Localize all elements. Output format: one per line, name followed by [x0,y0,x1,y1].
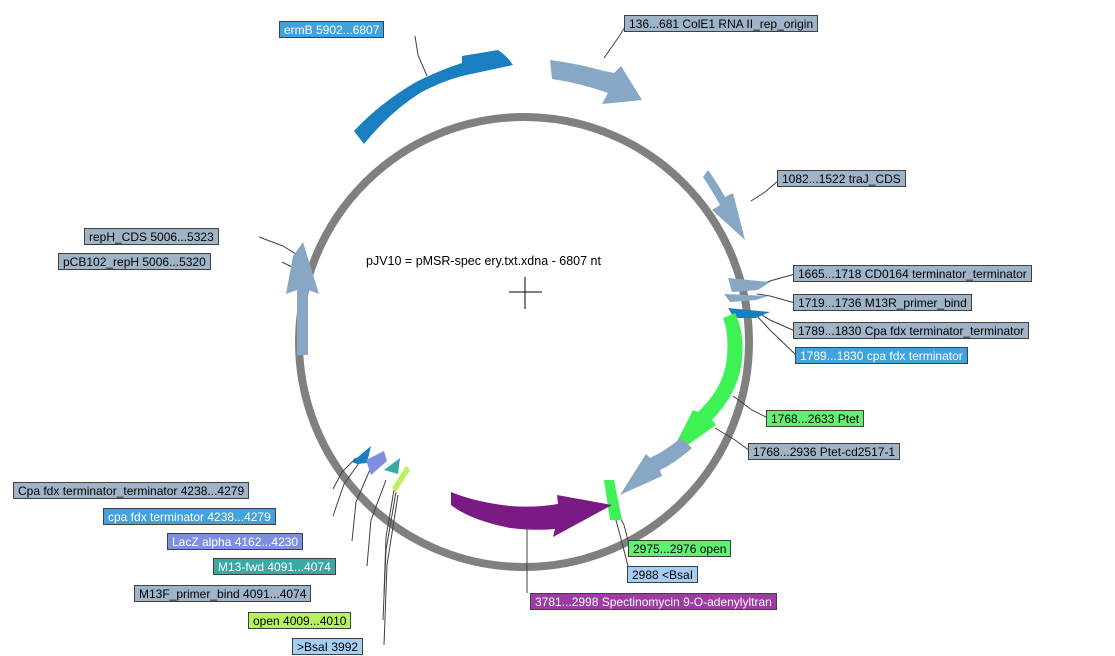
feature-marker-open-2975[interactable] [604,480,622,520]
feature-arrow-spec[interactable] [451,492,612,537]
label-cole1[interactable]: 136...681 ColE1 RNA II_rep_origin [624,15,819,32]
feature-marker-open-4009[interactable] [392,466,410,492]
feature-marker-m13fwd[interactable] [384,458,400,474]
leader-line-cpa2 [756,315,798,357]
leader-line-ermB [414,35,428,77]
label-pcb102-reph[interactable]: pCB102_repH 5006...5320 [58,253,211,270]
leader-line-cpa4 [332,462,360,517]
map-title: pJV10 = pMSR-spec ery.txt.xdna - 6807 nt [366,254,601,268]
label-reph-cds[interactable]: repH_CDS 5006...5323 [84,228,219,245]
center-crosshair [509,277,542,309]
label-cd0164[interactable]: 1665...1718 CD0164 terminator_terminator [793,265,1032,282]
feature-arrow-traj[interactable] [703,170,745,240]
feature-arrow-cole1[interactable] [550,60,642,104]
leader-line-open2 [382,491,397,621]
label-ermB[interactable]: ermB 5902...6807 [279,21,385,38]
plasmid-backbone-group [295,113,753,571]
feature-arrow-ptet-cd[interactable] [620,438,692,495]
label-ptet[interactable]: 1768...2633 Ptet [766,410,865,427]
label-m13f[interactable]: M13F_primer_bind 4091...4074 [134,585,312,602]
label-traj[interactable]: 1082...1522 traJ_CDS [777,170,906,187]
label-lacz[interactable]: LacZ alpha 4162...4230 [167,533,304,550]
feature-marker-cpa-4238[interactable] [352,446,371,464]
feature-arrow-cpa[interactable] [728,308,770,318]
label-bsai-2988[interactable]: 2988 <BsaI [627,566,699,583]
label-cpa-4238-b[interactable]: cpa fdx terminator 4238...4279 [103,508,276,525]
leader-line-lacz [351,464,373,542]
leader-line-m13f [383,489,395,595]
leader-line-bsal2 [383,494,399,646]
label-bsai-3992[interactable]: >BsaI 3992 [292,638,364,655]
leader-line-cole1 [603,26,626,59]
feature-arrow-cd0164[interactable] [728,278,770,292]
leader-line-m13r [756,293,796,304]
label-open-4009[interactable]: open 4009...4010 [248,612,352,629]
feature-arrow-m13r[interactable] [724,294,768,302]
leader-line-cpa3 [332,457,357,490]
leader-line-ptet [732,395,769,419]
label-m13r[interactable]: 1719...1736 M13R_primer_bind [793,294,972,311]
leader-line-traj [750,179,780,202]
feature-arrow-ermB[interactable] [354,50,513,144]
plasmid-backbone [295,113,753,571]
label-cpa-1789-a[interactable]: 1789...1830 Cpa fdx terminator_terminato… [793,322,1030,339]
feature-arrow-reph[interactable] [286,242,319,355]
feature-arrow-ptet[interactable] [668,313,743,459]
label-ptet-cd[interactable]: 1768...2936 Ptet-cd2517-1 [748,443,901,460]
label-cpa-4238-a[interactable]: Cpa fdx terminator_terminator 4238...427… [13,482,250,499]
leader-line-ptet-cd [714,427,751,452]
label-open-2975[interactable]: 2975...2976 open [628,540,732,557]
label-cpa-1789-b[interactable]: 1789...1830 cpa fdx terminator [795,347,968,364]
feature-marker-lacz[interactable] [366,451,387,475]
label-spec[interactable]: 3781...2998 Spectinomycin 9-O-adenylyltr… [530,593,777,610]
leader-line-m13fwd [366,479,387,567]
leader-line-reph1 [258,236,300,257]
feature-arrows [286,50,770,537]
label-m13-fwd[interactable]: M13-fwd 4091...4074 [213,558,336,575]
